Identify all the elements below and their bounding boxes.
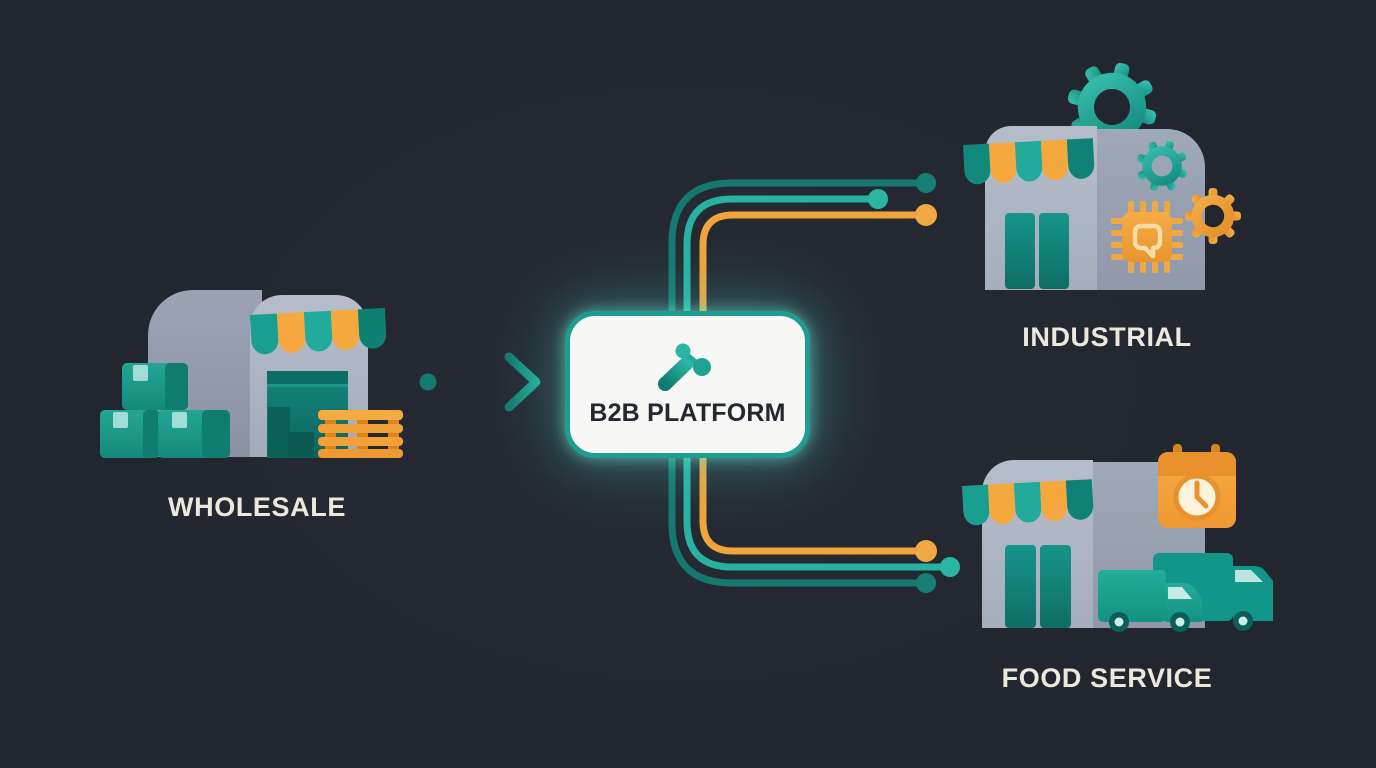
platform-label: B2B PLATFORM [589, 399, 786, 427]
circuit-traces-platform-to-industrial [668, 173, 937, 320]
stacked-boxes-icon [100, 363, 230, 458]
arrowhead-icon [504, 352, 541, 412]
industrial-label: INDUSTRIAL [1022, 322, 1192, 352]
arrow-start-dot [419, 373, 437, 391]
awning-icon [962, 479, 1094, 526]
gear-orange-icon [1184, 188, 1242, 244]
circuit-traces-platform-to-food-service [668, 448, 960, 593]
arrow-wholesale-to-platform [419, 352, 541, 412]
double-door-icon [1005, 545, 1071, 628]
microchip-icon [1111, 201, 1183, 273]
industrial-icon [963, 62, 1242, 290]
double-door-icon [1005, 213, 1069, 289]
awning-icon [963, 138, 1095, 185]
gear-medium-icon [1137, 141, 1187, 191]
pallet-icon [318, 410, 403, 458]
calendar-clock-icon [1158, 444, 1236, 528]
wholesale-icon [100, 290, 403, 458]
garage-door-icon [267, 371, 348, 458]
food-service-icon [962, 444, 1273, 632]
food-service-label: FOOD SERVICE [1001, 663, 1213, 693]
delivery-trucks-icon [1098, 553, 1273, 632]
wholesale-label: WHOLESALE [168, 492, 346, 522]
platform-card: B2B PLATFORM [565, 311, 810, 458]
awning-icon [250, 307, 387, 355]
molecule-logo-icon [658, 343, 711, 391]
